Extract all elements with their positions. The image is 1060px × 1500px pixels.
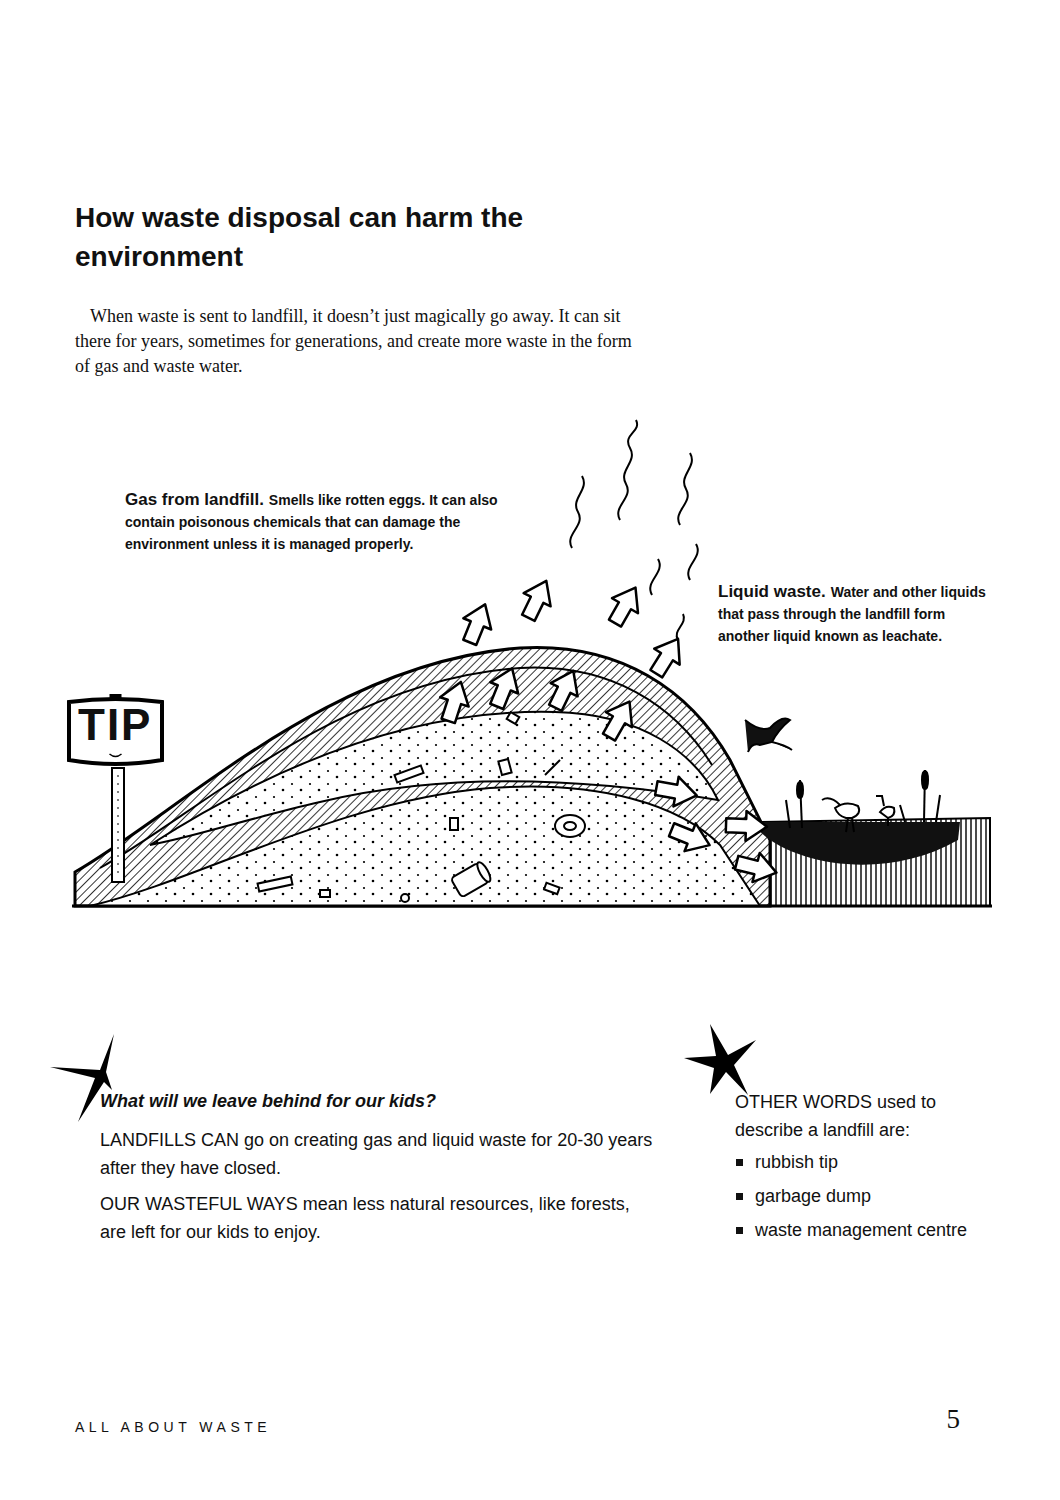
note-text: LANDFILLS CAN go on creating gas and liq… <box>100 1126 660 1182</box>
list-heading: OTHER WORDS used to describe a landfill … <box>735 1088 985 1144</box>
star-icon <box>684 1024 756 1095</box>
callout-heading: Gas from landfill. <box>125 490 264 509</box>
bullet <box>736 1193 743 1200</box>
intro-text: When waste is sent to landfill, it doesn… <box>75 306 632 376</box>
page-number: 5 <box>947 1404 961 1434</box>
text-group: Gas from landfill.Smells like rotten egg… <box>125 489 535 555</box>
sign-text: TIP <box>66 694 164 756</box>
gas-wisps <box>570 420 698 640</box>
leachate-arrows <box>654 773 780 887</box>
note-text: OUR WASTEFUL WAYS mean less natural reso… <box>100 1190 660 1246</box>
tip-sign: TIP <box>66 694 165 770</box>
birds <box>745 719 894 832</box>
text-group: When waste is sent to landfill, it doesn… <box>75 304 650 379</box>
waste-layer <box>90 787 760 906</box>
text-group: What will we leave behind for our kids? L… <box>100 1091 660 1254</box>
reeds <box>786 770 940 828</box>
landfill-mound <box>75 647 770 906</box>
callout-heading: Liquid waste. <box>718 582 826 601</box>
text-group: 5 <box>930 1404 960 1435</box>
gas-arrows <box>434 574 691 744</box>
sign-post <box>112 768 124 882</box>
text-group: OTHER WORDS used to describe a landfill … <box>735 1088 985 1250</box>
list-item: rubbish tip <box>735 1148 985 1176</box>
bullet <box>736 1159 743 1166</box>
text-group: ALL ABOUT WASTE <box>75 1419 375 1435</box>
list-item: garbage dump <box>735 1182 985 1210</box>
litter <box>258 712 585 902</box>
pond <box>752 822 960 865</box>
bullet <box>736 1227 743 1234</box>
note-heading: What will we leave behind for our kids? <box>100 1091 660 1112</box>
text-group: Liquid waste.Water and other liquids tha… <box>718 581 992 647</box>
list-item: waste management centre <box>735 1216 985 1244</box>
footer-text: ALL ABOUT WASTE <box>75 1419 271 1435</box>
page-title: How waste disposal can harm the environm… <box>75 198 525 276</box>
